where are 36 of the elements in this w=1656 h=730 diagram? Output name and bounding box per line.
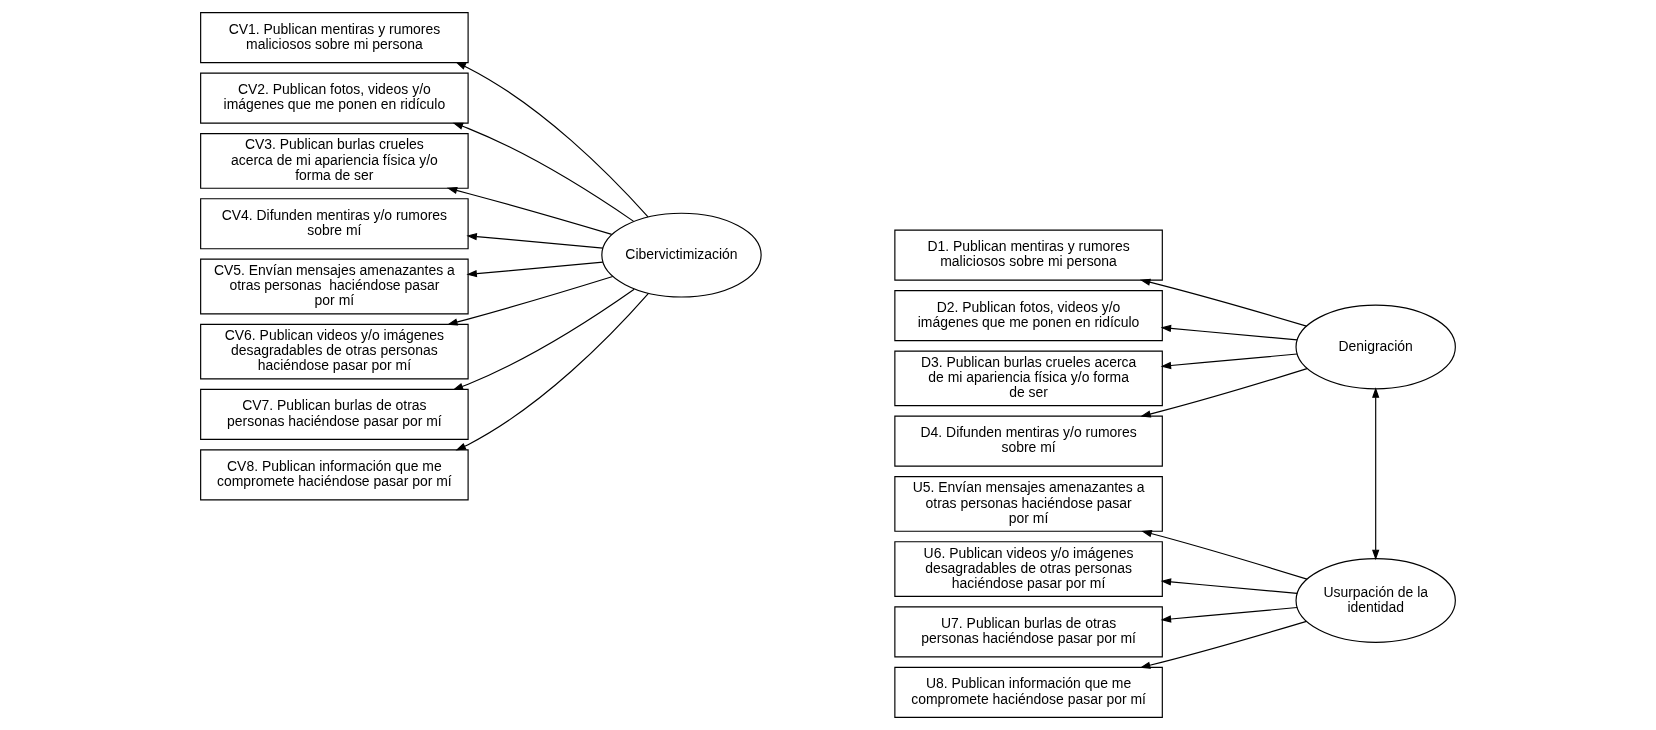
node-box: D4. Difunden mentiras y/o rumores sobre mí: [894, 415, 1163, 467]
node-box: CV5. Envían mensajes amenazantes a otras personas haciéndose pasar por mí: [200, 258, 469, 315]
node-box: CV8. Publican información que me compromete haciéndose pasar por mí: [200, 449, 469, 501]
node-box: CV3. Publican burlas crueles acerca de mi apariencia física y/o forma de ser: [200, 133, 469, 189]
arrow: [1160, 606, 1298, 623]
arrow: [455, 62, 649, 218]
node-box: U6. Publican videos y/o imágenes desagradables de otras personas haciéndose pasar por mí: [894, 541, 1163, 597]
node-box: D3. Publican burlas crueles acerca de mi apariencia física y/o forma de ser: [894, 350, 1163, 407]
node-box: U8. Publican información que me compromete haciéndose pasar por mí: [894, 666, 1163, 718]
arrow: [1139, 620, 1308, 669]
node-box: CV4. Difunden mentiras y/o rumores sobre mí: [200, 198, 469, 250]
arrow: [452, 288, 635, 390]
node-box: CV7. Publican burlas de otras personas haciéndose pasar por mí: [200, 388, 469, 440]
arrow: [446, 186, 613, 235]
arrow: [1139, 278, 1308, 327]
node-box: CV1. Publican mentiras y rumores maliciosos sobre mi persona: [200, 12, 469, 64]
node-ellipse: Usurpación de la identidad: [1295, 558, 1456, 643]
node-ellipse: Cibervictimización: [601, 212, 762, 298]
arrow: [1141, 530, 1308, 580]
node-box: D2. Publican fotos, videos y/o imágenes que me ponen en ridículo: [894, 290, 1163, 342]
node-box: U7. Publican burlas de otras personas haciéndose pasar por mí: [894, 606, 1163, 658]
arrow: [1160, 578, 1298, 594]
arrow: [452, 122, 635, 222]
arrow: [1140, 368, 1308, 418]
node-box: CV6. Publican videos y/o imágenes desagradables de otras personas haciéndose pasar por mí: [200, 323, 469, 380]
node-ellipse: Denigración: [1295, 304, 1456, 390]
arrow: [455, 292, 650, 451]
arrow: [447, 275, 614, 326]
arrow: [1160, 324, 1298, 341]
arrow: [1372, 387, 1380, 561]
node-box: CV2. Publican fotos, videos y/o imágenes que me ponen en ridículo: [200, 72, 469, 124]
arrow: [466, 232, 604, 249]
node-box: D1. Publican mentiras y rumores maliciosos sobre mi persona: [894, 229, 1163, 281]
arrow: [466, 261, 604, 278]
node-box: U5. Envían mensajes amenazantes a otras personas haciéndose pasar por mí: [894, 476, 1163, 532]
arrow: [1160, 353, 1298, 370]
